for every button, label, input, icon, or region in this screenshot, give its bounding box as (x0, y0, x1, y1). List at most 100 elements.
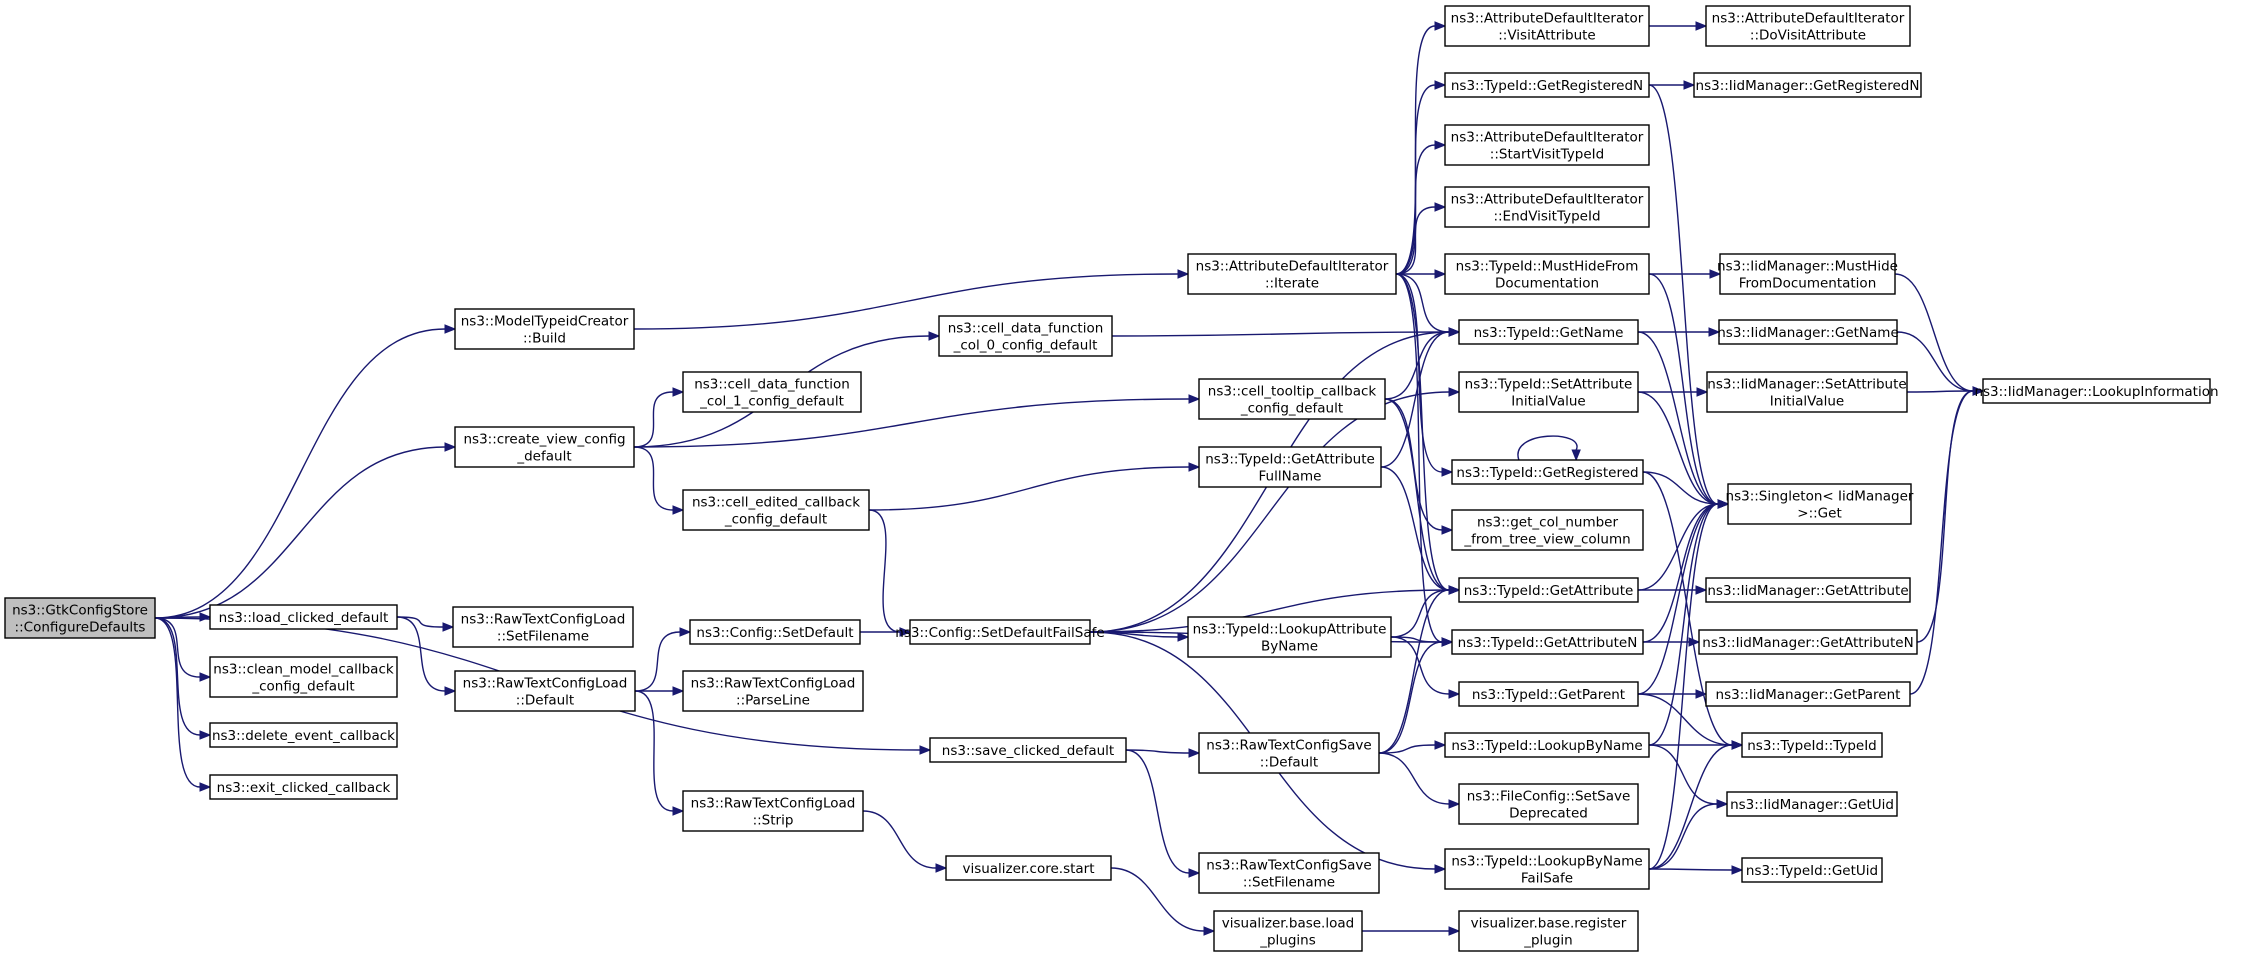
node-label-line: ns3::TypeId::GetRegistered (1456, 465, 1638, 481)
node-box (1705, 681, 1911, 707)
node-rtcl-setfilename[interactable]: ns3::RawTextConfigLoad::SetFilename (452, 606, 634, 648)
node-tid-getname[interactable]: ns3::TypeId::GetName (1458, 319, 1639, 345)
node-adi-dovisitattr[interactable]: ns3::AttributeDefaultIterator::DoVisitAt… (1705, 5, 1911, 47)
node-tooltip-cb[interactable]: ns3::cell_tooltip_callback_config_defaul… (1198, 378, 1386, 420)
node-label-line: ::SetFilename (1243, 875, 1335, 891)
node-load-clicked[interactable]: ns3::load_clicked_default (209, 604, 398, 630)
node-label-line: ns3::AttributeDefaultIterator (1451, 192, 1644, 208)
node-box (1719, 253, 1896, 295)
node-iid-lookupinfo[interactable]: ns3::IidManager::LookupInformation (1974, 378, 2219, 404)
node-iid-getattributen[interactable]: ns3::IidManager::GetAttributeN (1698, 629, 1918, 655)
edge-tid-getregistered-to-tid-getregistered (1517, 435, 1581, 462)
node-rtcl-parseline[interactable]: ns3::RawTextConfigLoad::ParseLine (682, 670, 864, 712)
node-label-line: Deprecated (1509, 806, 1588, 822)
node-label-line: ns3::TypeId::GetParent (1472, 687, 1625, 703)
node-iid-getattribute[interactable]: ns3::IidManager::GetAttribute (1705, 577, 1911, 603)
node-tid-getparent[interactable]: ns3::TypeId::GetParent (1458, 681, 1639, 707)
node-label-line: ns3::RawTextConfigLoad (691, 796, 856, 812)
edge-rtcl-strip-to-vis-core-start (862, 810, 948, 873)
edge-create-view-to-cell-edited (633, 446, 685, 515)
node-label-line: ns3::TypeId::LookupByName (1451, 854, 1642, 870)
node-iid-getuid[interactable]: ns3::IidManager::GetUid (1726, 791, 1898, 817)
edge-tid-getattribute-to-iid-getattribute (1638, 585, 1708, 595)
node-config-sdfs[interactable]: ns3::Config::SetDefaultFailSafe (895, 619, 1105, 645)
node-adi-iterate[interactable]: ns3::AttributeDefaultIterator::Iterate (1187, 253, 1397, 295)
node-label-line: ns3::load_clicked_default (219, 610, 389, 626)
node-tid-getattribute[interactable]: ns3::TypeId::GetAttribute (1458, 577, 1639, 603)
node-iid-getname[interactable]: ns3::IidManager::GetName (1717, 319, 1899, 345)
node-delete-event[interactable]: ns3::delete_event_callback (209, 722, 398, 748)
edge-adi-iterate-to-adi-startvisit (1395, 140, 1447, 275)
edge-mtc-build-to-adi-iterate (633, 269, 1190, 330)
node-iid-setattrinit[interactable]: ns3::IidManager::SetAttributeInitialValu… (1706, 371, 1908, 413)
node-cdf-col0[interactable]: ns3::cell_data_function_col_0_config_def… (938, 315, 1113, 357)
edge-iid-getattributen-to-iid-lookupinfo (1916, 386, 1985, 643)
node-get-col-number[interactable]: ns3::get_col_number_from_tree_view_colum… (1451, 509, 1644, 551)
node-tid-getattributen[interactable]: ns3::TypeId::GetAttributeN (1451, 629, 1644, 655)
node-create-view[interactable]: ns3::create_view_config_default (454, 426, 635, 468)
node-root[interactable]: ns3::GtkConfigStore::ConfigureDefaults (4, 597, 156, 639)
node-tid-lookupbyname[interactable]: ns3::TypeId::LookupByName (1444, 732, 1650, 758)
node-label-line: ::Build (523, 331, 566, 347)
node-clean-model[interactable]: ns3::clean_model_callback_config_default (209, 656, 398, 698)
node-exit-clicked[interactable]: ns3::exit_clicked_callback (209, 774, 398, 800)
edge-iid-getparent-to-iid-lookupinfo (1909, 386, 1985, 695)
node-label-line: InitialValue (1770, 394, 1844, 410)
node-box (1706, 371, 1908, 413)
node-label-line: ::ConfigureDefaults (15, 620, 146, 636)
node-label-line: ns3::IidManager::GetRegisteredN (1696, 78, 1920, 94)
node-box (1458, 910, 1639, 952)
node-tid-getregistered[interactable]: ns3::TypeId::GetRegistered (1451, 459, 1644, 485)
node-vis-base-load[interactable]: visualizer.base.load_plugins (1213, 910, 1363, 952)
node-label-line: ns3::Singleton< IidManager (1726, 489, 1914, 505)
edge-create-view-to-tooltip-cb (633, 394, 1201, 448)
edge-adi-visitattr-to-adi-dovisitattr (1649, 21, 1708, 31)
node-label-line: ns3::create_view_config (463, 432, 625, 448)
node-label-line: FullName (1259, 469, 1322, 485)
edge-root-to-delete-event (154, 617, 212, 740)
node-label-line: visualizer.base.register (1471, 916, 1627, 932)
node-tid-typeid[interactable]: ns3::TypeId::TypeId (1741, 732, 1883, 758)
node-mtc-build[interactable]: ns3::ModelTypeidCreator::Build (454, 308, 635, 350)
node-vis-base-register[interactable]: visualizer.base.register_plugin (1458, 910, 1639, 952)
node-iid-getparent[interactable]: ns3::IidManager::GetParent (1705, 681, 1911, 707)
node-save-clicked[interactable]: ns3::save_clicked_default (929, 737, 1127, 763)
node-tid-getuid[interactable]: ns3::TypeId::GetUid (1741, 857, 1883, 883)
node-rtcs-setfilename[interactable]: ns3::RawTextConfigSave::SetFilename (1198, 852, 1380, 894)
node-label-line: ns3::RawTextConfigSave (1206, 858, 1371, 874)
node-adi-visitattr[interactable]: ns3::AttributeDefaultIterator::VisitAttr… (1444, 5, 1650, 47)
node-box (1727, 483, 1912, 525)
node-config-setdefault[interactable]: ns3::Config::SetDefault (689, 619, 861, 645)
node-rtcl-strip[interactable]: ns3::RawTextConfigLoad::Strip (682, 790, 864, 832)
node-label-line: ns3::FileConfig::SetSave (1467, 789, 1631, 805)
node-label-line: _col_0_config_default (953, 338, 1098, 354)
edge-cell-edited-to-config-sdfs (868, 509, 912, 637)
node-label-line: Documentation (1495, 276, 1599, 292)
node-iid-musthide[interactable]: ns3::IidManager::MustHideFromDocumentati… (1717, 253, 1898, 295)
node-label-line: ns3::clean_model_callback (213, 662, 394, 678)
node-box (452, 606, 634, 648)
edge-tid-lookupbynamefs-to-iid-getuid (1648, 799, 1729, 870)
node-iid-getregisteredn[interactable]: ns3::IidManager::GetRegisteredN (1693, 72, 1922, 98)
call-nodes: ns3::GtkConfigStore::ConfigureDefaultsns… (4, 5, 2219, 952)
node-rtcl-default[interactable]: ns3::RawTextConfigLoad::Default (454, 670, 636, 712)
node-box (1458, 681, 1639, 707)
node-box (209, 722, 398, 748)
node-cdf-col1[interactable]: ns3::cell_data_function_col_1_config_def… (682, 371, 862, 413)
node-tid-getregisteredn[interactable]: ns3::TypeId::GetRegisteredN (1444, 72, 1650, 98)
node-rtcs-default[interactable]: ns3::RawTextConfigSave::Default (1198, 732, 1380, 774)
node-singleton-get[interactable]: ns3::Singleton< IidManager >::Get (1726, 483, 1914, 525)
node-label-line: ns3::AttributeDefaultIterator (1196, 259, 1389, 275)
node-adi-startvisit[interactable]: ns3::AttributeDefaultIterator::StartVisi… (1444, 124, 1650, 166)
edge-tid-getattributen-to-iid-getattributen (1643, 637, 1701, 647)
node-adi-endvisit[interactable]: ns3::AttributeDefaultIterator::EndVisitT… (1444, 186, 1650, 228)
node-vis-core-start[interactable]: visualizer.core.start (945, 855, 1112, 881)
node-label-line: ::StartVisitTypeId (1490, 147, 1604, 163)
node-cell-edited[interactable]: ns3::cell_edited_callback_config_default (682, 489, 870, 531)
